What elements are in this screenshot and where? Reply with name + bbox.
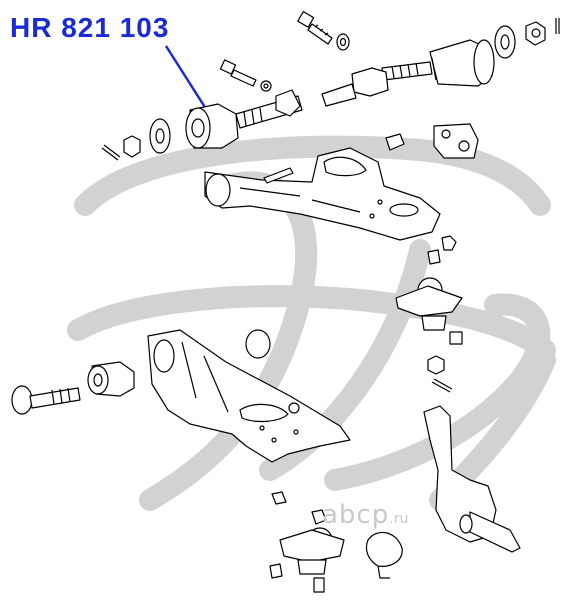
watermark-text: abcp.ru	[322, 500, 408, 530]
ball-joint-pin	[431, 378, 453, 393]
upper-shaft	[381, 61, 433, 81]
small-bushing	[385, 133, 405, 151]
top-bolt	[297, 11, 333, 45]
lower-ball-joint	[269, 491, 345, 593]
steering-knuckle	[423, 405, 521, 553]
shaft-collar	[351, 67, 389, 97]
watermark-suffix: .ru	[389, 511, 409, 527]
bushing-nut	[123, 135, 141, 158]
upper-bushing	[429, 39, 495, 87]
cotter-pin	[555, 18, 560, 34]
small-bolt	[219, 59, 257, 87]
lower-control-arm	[147, 329, 351, 463]
left-cotter-pin	[101, 144, 121, 161]
upper-ball-joint	[395, 235, 463, 345]
watermark-brand: abcp	[322, 500, 390, 530]
upper-control-arm	[204, 147, 441, 241]
lower-bushing	[87, 361, 135, 397]
lower-bolt	[11, 385, 81, 415]
shaft-assembly	[235, 89, 303, 129]
ball-joint-nut	[427, 355, 445, 375]
bump-stop	[245, 329, 271, 359]
part-number-label: HR 821 103	[10, 12, 170, 43]
callout-leader	[164, 45, 210, 113]
dust-boot	[365, 531, 403, 567]
bushing-hr-821-103	[185, 103, 239, 149]
line-art	[11, 11, 560, 593]
bracket-part	[433, 123, 479, 159]
